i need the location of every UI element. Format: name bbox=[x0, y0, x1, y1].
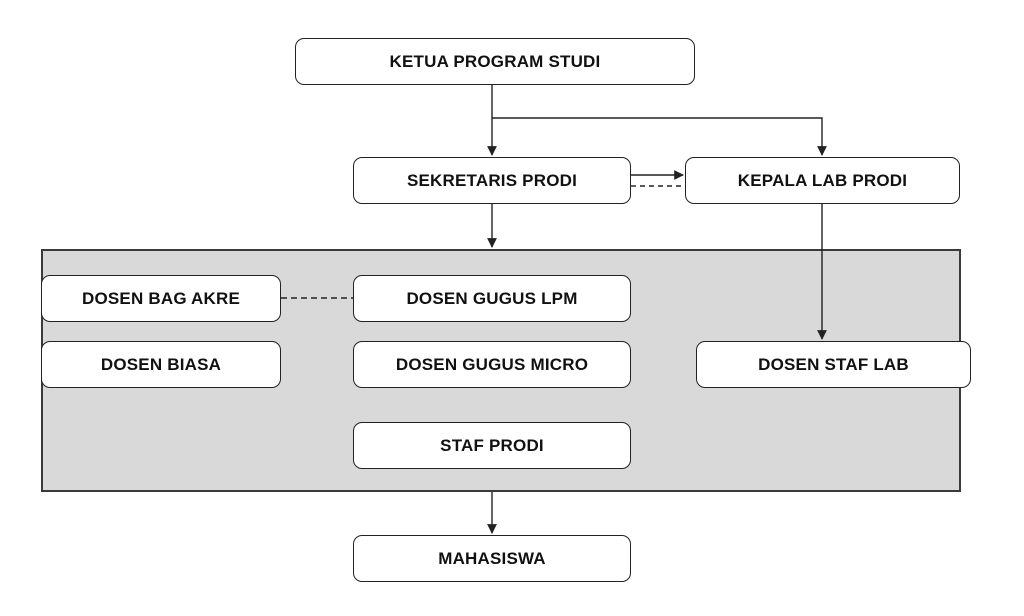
node-dosen-gugus-micro: DOSEN GUGUS MICRO bbox=[353, 341, 631, 388]
node-mahasiswa: MAHASISWA bbox=[353, 535, 631, 582]
node-kepala-lab-prodi: KEPALA LAB PRODI bbox=[685, 157, 960, 204]
node-sekretaris-prodi: SEKRETARIS PRODI bbox=[353, 157, 631, 204]
node-staf-prodi: STAF PRODI bbox=[353, 422, 631, 469]
node-dosen-bag-akre: DOSEN BAG AKRE bbox=[41, 275, 281, 322]
node-dosen-staf-lab: DOSEN STAF LAB bbox=[696, 341, 971, 388]
node-ketua-program-studi: KETUA PROGRAM STUDI bbox=[295, 38, 695, 85]
node-dosen-gugus-lpm: DOSEN GUGUS LPM bbox=[353, 275, 631, 322]
connector-ketua-kepala-lab bbox=[492, 117, 827, 156]
node-dosen-biasa: DOSEN BIASA bbox=[41, 341, 281, 388]
